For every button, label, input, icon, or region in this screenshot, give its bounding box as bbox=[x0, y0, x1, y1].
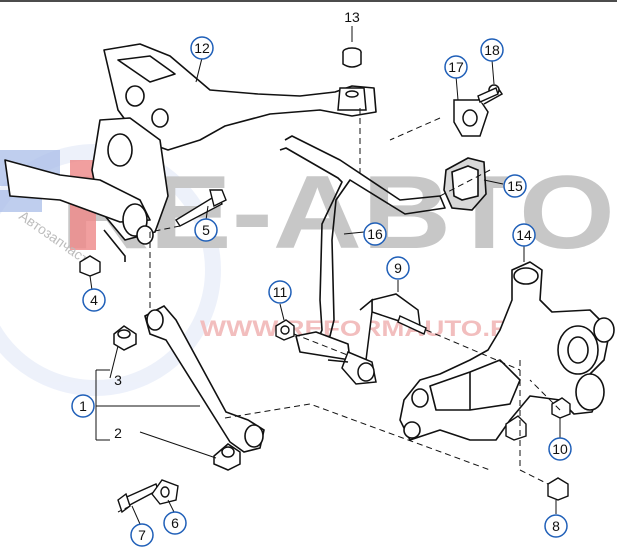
stabilizer-bushing bbox=[443, 157, 487, 211]
assembly-lines bbox=[117, 108, 561, 513]
svg-text:2: 2 bbox=[114, 425, 122, 441]
lower-link bbox=[144, 304, 265, 453]
svg-text:15: 15 bbox=[507, 178, 523, 194]
svg-text:1: 1 bbox=[79, 398, 87, 414]
svg-text:10: 10 bbox=[552, 441, 568, 457]
callout-11: 11 bbox=[268, 280, 292, 304]
callout-16: 16 bbox=[363, 222, 387, 246]
svg-text:12: 12 bbox=[194, 40, 210, 56]
callout-8: 8 bbox=[544, 514, 568, 538]
callouts: 12 13 17 18 15 16 14 9 bbox=[71, 9, 572, 547]
svg-text:17: 17 bbox=[448, 59, 464, 75]
leader-lines bbox=[89, 26, 561, 525]
callout-6: 6 bbox=[163, 511, 187, 535]
svg-text:16: 16 bbox=[367, 226, 383, 242]
svg-text:4: 4 bbox=[90, 292, 98, 308]
callout-10: 10 bbox=[548, 437, 572, 461]
callout-13: 13 bbox=[344, 9, 360, 25]
callout-15: 15 bbox=[503, 174, 527, 198]
svg-text:13: 13 bbox=[344, 9, 360, 25]
bushing-small bbox=[113, 325, 241, 471]
callout-7: 7 bbox=[130, 523, 154, 547]
callout-3: 3 bbox=[114, 372, 122, 388]
callout-1: 1 bbox=[71, 394, 95, 418]
stabilizer-bar bbox=[279, 135, 446, 361]
callout-9: 9 bbox=[386, 256, 410, 280]
svg-text:18: 18 bbox=[484, 42, 500, 58]
subframe bbox=[4, 43, 377, 262]
callout-17: 17 bbox=[444, 55, 468, 79]
fasteners bbox=[79, 87, 571, 514]
svg-text:6: 6 bbox=[171, 515, 179, 531]
svg-text:3: 3 bbox=[114, 372, 122, 388]
callout-4: 4 bbox=[82, 288, 106, 312]
svg-text:9: 9 bbox=[394, 260, 402, 276]
callout-5: 5 bbox=[194, 218, 218, 242]
mount-bushing bbox=[337, 47, 367, 111]
svg-text:11: 11 bbox=[273, 284, 288, 300]
callout-14: 14 bbox=[512, 223, 536, 247]
wheel-bearing-housing bbox=[399, 261, 615, 441]
svg-text:8: 8 bbox=[552, 518, 560, 534]
callout-18: 18 bbox=[480, 38, 504, 62]
svg-text:14: 14 bbox=[516, 227, 532, 243]
callout-12: 12 bbox=[190, 36, 214, 60]
svg-text:7: 7 bbox=[138, 527, 146, 543]
callout-2: 2 bbox=[114, 425, 122, 441]
svg-text:5: 5 bbox=[202, 222, 210, 238]
